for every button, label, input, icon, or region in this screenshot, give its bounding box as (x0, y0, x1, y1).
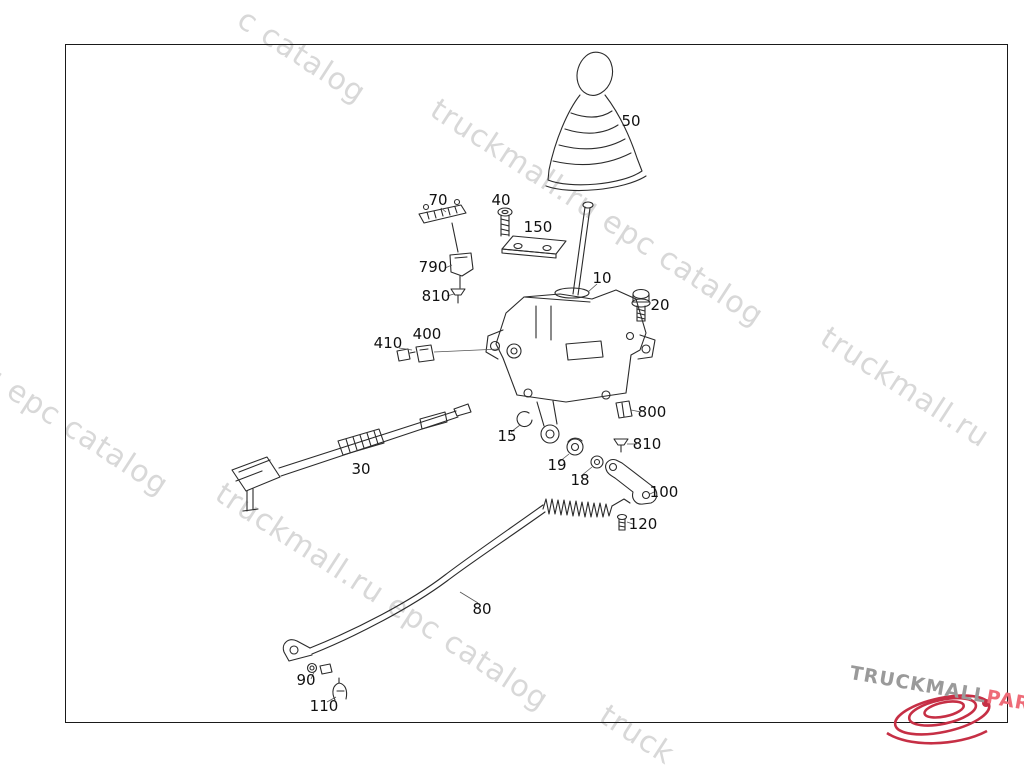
part-label-150: 150 (524, 218, 553, 236)
roller-drawing (540, 424, 560, 444)
part-label-120: 120 (629, 515, 658, 533)
connector-790-drawing (449, 252, 474, 289)
shift-lever-rod-drawing (572, 201, 594, 296)
leader-lines (310, 207, 655, 703)
diagram-border (65, 44, 1008, 723)
part-label-80: 80 (472, 600, 491, 618)
screw-40-drawing (497, 207, 513, 237)
part-label-800: 800 (638, 403, 667, 421)
bushing-18-drawing (590, 455, 604, 469)
part-label-810a: 810 (422, 287, 451, 305)
bolt-20-drawing (631, 288, 651, 322)
part-410-drawing (396, 348, 416, 362)
pin-810b-drawing (613, 438, 629, 453)
switch-bracket-drawing (418, 198, 467, 253)
snap-ring-15-drawing (516, 411, 533, 428)
part-label-810b: 810 (633, 435, 662, 453)
part-label-15: 15 (497, 427, 516, 445)
clip-800-drawing (615, 400, 633, 419)
shift-boot-drawing (545, 51, 647, 192)
part-label-20: 20 (650, 296, 669, 314)
shift-cable-30-drawing (231, 403, 472, 512)
bushing-19-drawing (566, 437, 584, 456)
part-label-410: 410 (374, 334, 403, 352)
parts-diagram-svg: 50 70 40 150 790 810 10 20 410 400 800 8… (65, 44, 1008, 745)
part-label-100: 100 (650, 483, 679, 501)
bolt-120-drawing (616, 513, 628, 531)
clip-110-drawing (332, 677, 348, 701)
part-label-90: 90 (296, 671, 315, 689)
part-label-40: 40 (491, 191, 510, 209)
part-label-110: 110 (310, 697, 339, 715)
part-label-10: 10 (592, 269, 611, 287)
pin-810a-drawing (450, 288, 466, 304)
part-label-400: 400 (413, 325, 442, 343)
shifter-housing-drawing (485, 287, 656, 427)
part-label-19: 19 (547, 456, 566, 474)
bushing-90-drawing (306, 662, 333, 675)
part-400-drawing (415, 344, 435, 363)
part-label-70: 70 (428, 191, 447, 209)
lever-100-drawing (605, 459, 658, 505)
linkage-rod-80-drawing (282, 498, 631, 662)
part-label-18: 18 (570, 471, 589, 489)
part-label-50: 50 (621, 112, 640, 130)
part-label-30: 30 (351, 460, 370, 478)
logo-swirl (886, 694, 991, 745)
part-label-790: 790 (419, 258, 448, 276)
plate-drawing (501, 235, 567, 259)
